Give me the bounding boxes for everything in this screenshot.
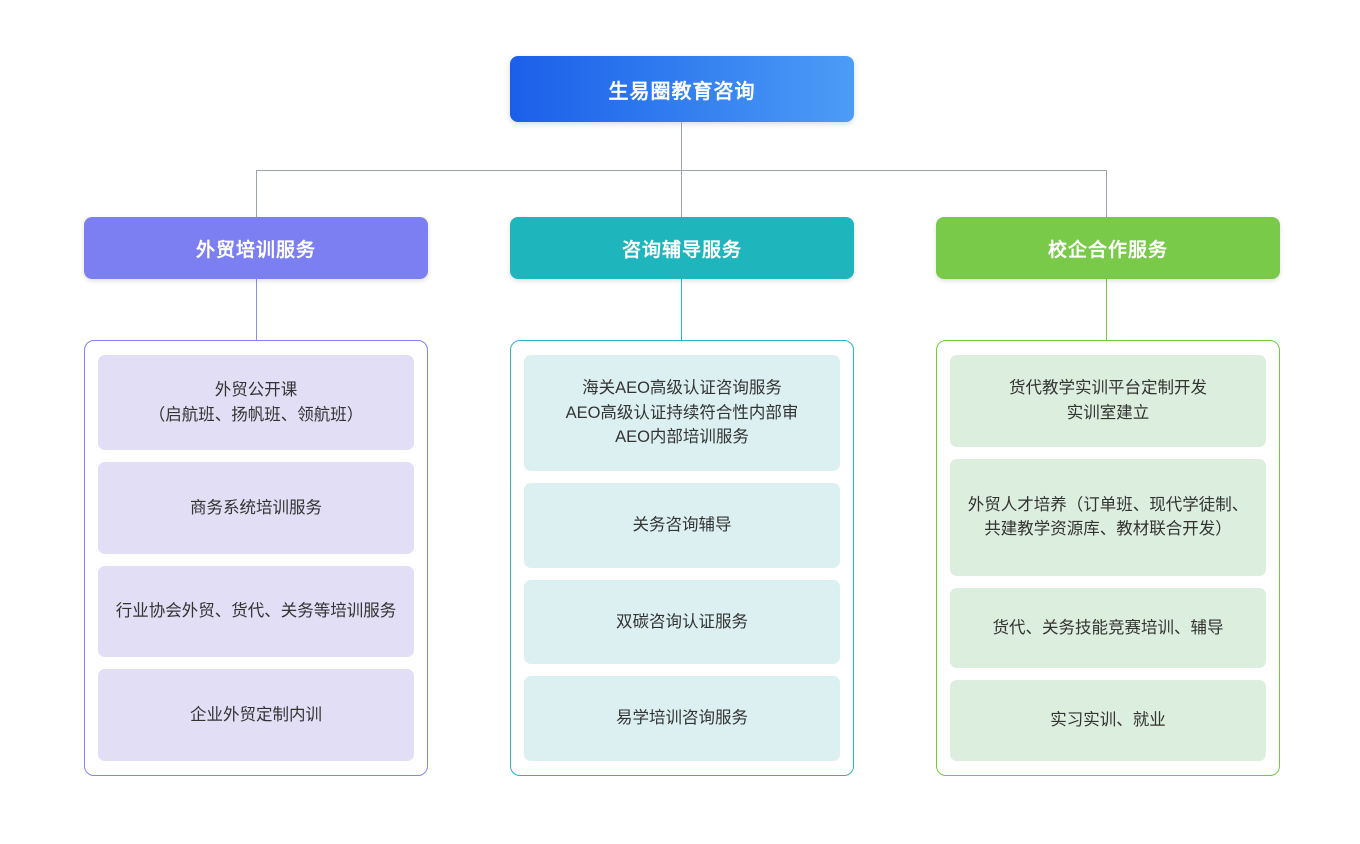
group-box-waimao-peixun: 外贸公开课 （启航班、扬帆班、领航班） 商务系统培训服务 行业协会外贸、货代、关… [84, 340, 428, 776]
leaf-card[interactable]: 双碳咨询认证服务 [524, 579, 840, 665]
leaf-card[interactable]: 行业协会外贸、货代、关务等培训服务 [98, 565, 414, 658]
connector-drop-branch-2 [1106, 170, 1108, 218]
branch-header-zixun-fudao[interactable]: 咨询辅导服务 [510, 217, 854, 279]
leaf-card[interactable]: 企业外贸定制内训 [98, 669, 414, 761]
branch-header-label: 外贸培训服务 [195, 239, 316, 261]
leaf-card[interactable]: 实习实训、就业 [950, 680, 1266, 761]
leaf-card[interactable]: 海关AEO高级认证咨询服务 AEO高级认证持续符合性内部审 AEO内部培训服务 [524, 355, 840, 472]
root-node[interactable]: 生易圈教育咨询 [510, 56, 854, 122]
connector-branch-1-to-group [681, 279, 683, 341]
connector-branch-2-to-group [1106, 279, 1108, 341]
leaf-card[interactable]: 货代教学实训平台定制开发 实训室建立 [950, 355, 1266, 447]
connector-root-stem [681, 122, 683, 171]
branch-header-label: 咨询辅导服务 [621, 239, 742, 261]
leaf-card[interactable]: 货代、关务技能竞赛培训、辅导 [950, 587, 1266, 669]
group-box-zixun-fudao: 海关AEO高级认证咨询服务 AEO高级认证持续符合性内部审 AEO内部培训服务 … [510, 340, 854, 776]
branch-header-waimao-peixun[interactable]: 外贸培训服务 [84, 217, 428, 279]
branch-header-xiaoqi-hezuo[interactable]: 校企合作服务 [936, 217, 1280, 279]
connector-drop-branch-0 [256, 170, 258, 218]
group-box-xiaoqi-hezuo: 货代教学实训平台定制开发 实训室建立 外贸人才培养（订单班、现代学徒制、共建教学… [936, 340, 1280, 776]
root-node-label: 生易圈教育咨询 [608, 80, 756, 103]
connector-branch-0-to-group [256, 279, 258, 341]
connector-drop-branch-1 [681, 170, 683, 218]
leaf-card[interactable]: 商务系统培训服务 [98, 462, 414, 554]
leaf-card[interactable]: 易学培训咨询服务 [524, 676, 840, 761]
branch-header-label: 校企合作服务 [1047, 239, 1168, 261]
leaf-card[interactable]: 关务咨询辅导 [524, 483, 840, 568]
leaf-card[interactable]: 外贸人才培养（订单班、现代学徒制、共建教学资源库、教材联合开发） [950, 458, 1266, 576]
leaf-card[interactable]: 外贸公开课 （启航班、扬帆班、领航班） [98, 355, 414, 451]
